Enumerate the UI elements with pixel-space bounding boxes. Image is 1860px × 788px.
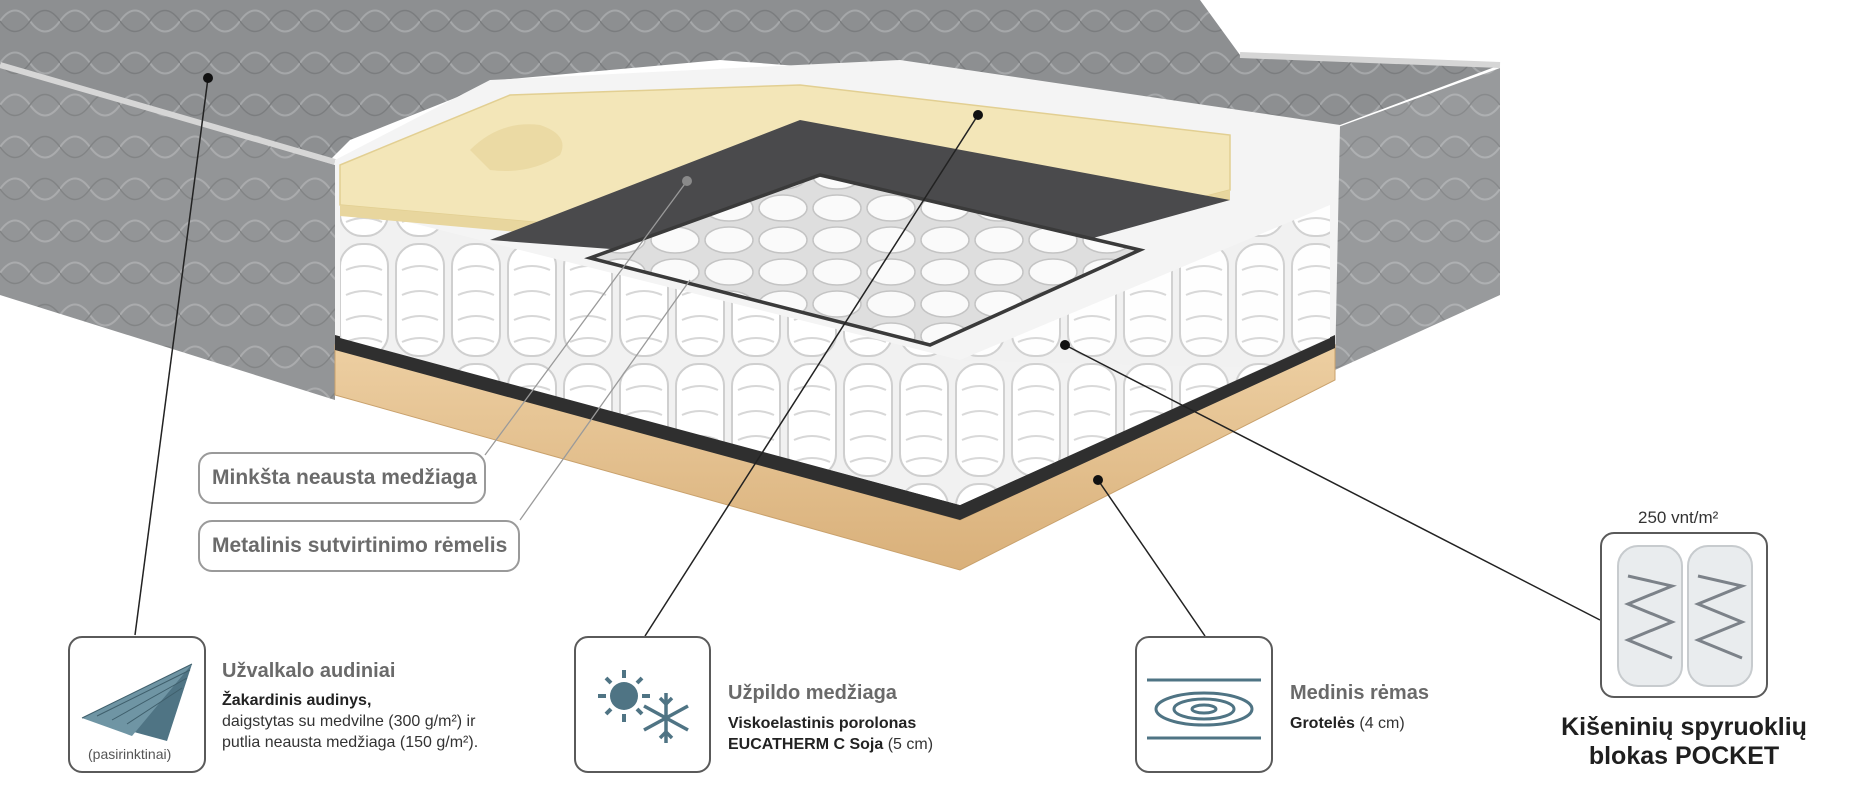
metal-reinforcement-frame xyxy=(584,173,1146,347)
cover-icon-box: (pasirinktinai) xyxy=(68,636,206,773)
cover-line3: putlia neausta medžiaga (150 g/m²). xyxy=(222,734,479,751)
leader-soft-fabric xyxy=(484,180,688,456)
cover-line1: Žakardinis audinys, xyxy=(222,692,372,709)
frame-line1-bold: Grotelės xyxy=(1290,715,1355,732)
mattress-left-side xyxy=(0,65,335,400)
frame-title: Medinis rėmas xyxy=(1290,682,1429,704)
frame-icon-box xyxy=(1135,636,1273,773)
pocket-density: 250 vnt/m² xyxy=(1638,508,1719,527)
wood-grain-icon xyxy=(1147,678,1261,740)
mattress-right-side xyxy=(1330,68,1500,370)
leader-frame xyxy=(1097,479,1206,637)
sun-snowflake-icon xyxy=(598,670,689,743)
pocket-title-line1: Kišeninių spyruoklių xyxy=(1561,713,1807,741)
filling-description: Viskoelastinis porolonas EUCATHERM C Soj… xyxy=(728,713,933,755)
callout-metal-frame-label: Metalinis sutvirtinimo rėmelis xyxy=(212,534,508,557)
callout-metal-frame: Metalinis sutvirtinimo rėmelis xyxy=(198,520,520,572)
spring-block-right xyxy=(960,205,1330,505)
filling-icon-box xyxy=(574,636,711,773)
filling-line2-bold: EUCATHERM C Soja xyxy=(728,736,884,753)
frame-line1-rest: (4 cm) xyxy=(1354,715,1405,732)
leader-filling xyxy=(644,114,979,637)
cover-line2: daigstytas su medvilne (300 g/m²) ir xyxy=(222,713,476,730)
leader-cover xyxy=(134,77,209,636)
filling-title: Užpildo medžiaga xyxy=(728,682,897,704)
cover-description: Žakardinis audinys, daigstytas su medvil… xyxy=(222,690,478,753)
quilted-fabric-icon xyxy=(81,663,193,741)
pocket-title-line2: blokas POCKET xyxy=(1588,742,1780,770)
filling-line2-rest: (5 cm) xyxy=(883,736,934,753)
callout-soft-fabric-label: Minkšta neausta medžiaga xyxy=(212,466,477,489)
leader-metal-frame xyxy=(519,279,691,521)
cover-icon-caption: (pasirinktinai) xyxy=(88,746,172,762)
cover-title: Užvalkalo audiniai xyxy=(222,660,396,682)
pocket-icon-box xyxy=(1600,532,1768,698)
pocket-title: Kišeninių spyruoklių blokas POCKET xyxy=(1524,713,1844,771)
spring-block-top xyxy=(590,175,1140,345)
pocket-spring-icon xyxy=(1617,545,1753,687)
leader-pocket xyxy=(1064,344,1601,621)
callout-soft-fabric: Minkšta neausta medžiaga xyxy=(198,452,486,504)
spring-block-left xyxy=(340,205,960,505)
frame-description: Grotelės (4 cm) xyxy=(1290,713,1405,734)
mattress-top-surface xyxy=(0,0,1500,160)
filling-line1: Viskoelastinis porolonas xyxy=(728,715,917,732)
